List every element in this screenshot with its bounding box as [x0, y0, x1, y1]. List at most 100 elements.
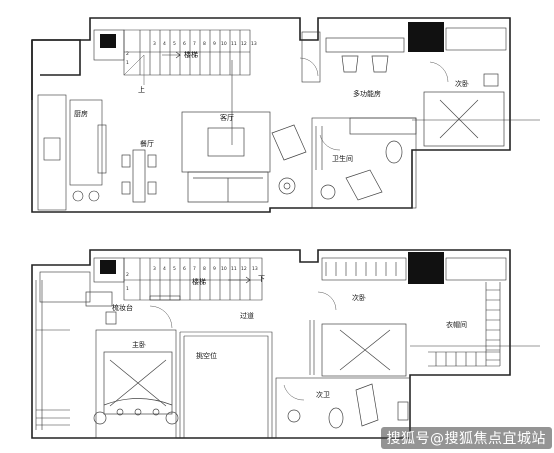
upper-exterior-wall — [31, 17, 511, 213]
master-bed — [103, 351, 173, 415]
lower-stairs-label: 楼梯 — [192, 277, 206, 286]
bathroom-wall — [311, 117, 417, 209]
bathroom-door — [319, 134, 341, 151]
upper-step-2: 2 — [126, 51, 129, 57]
desk — [325, 37, 405, 53]
closet-hangers — [486, 289, 500, 361]
upper-step-1: 1 — [126, 60, 129, 66]
upper-stair-treads — [123, 29, 251, 85]
dining-chair-1 — [121, 154, 131, 168]
second-bedroom-label: 次卧 — [352, 293, 366, 302]
toilet — [385, 140, 403, 164]
lower-bedroom-door — [317, 291, 337, 311]
upper-step-9: 9 — [213, 41, 216, 47]
upper-step-8: 8 — [203, 41, 206, 47]
kitchen-sink — [43, 137, 61, 161]
pillow-3 — [152, 408, 160, 416]
stair-handrail — [149, 295, 181, 301]
dining-chair-4 — [147, 181, 157, 195]
upper-bedroom-wardrobe — [445, 27, 507, 51]
lower-stair-arrow — [228, 276, 251, 284]
dining-chair-3 — [147, 154, 157, 168]
void-inner-frame — [183, 335, 269, 438]
second-bath-door — [283, 384, 305, 401]
stove-burner-1 — [72, 190, 84, 202]
second-toilet — [328, 407, 344, 429]
lower-bedroom-partition — [309, 320, 315, 375]
second-bath-basin — [355, 383, 379, 427]
side-table-center — [283, 182, 291, 190]
desk-chair-2 — [371, 55, 389, 73]
master-nightstand-left — [93, 411, 107, 425]
dining-chair-2 — [121, 181, 131, 195]
dining-table — [132, 149, 146, 203]
lower-step-7: 7 — [193, 266, 196, 272]
upper-step-11: 11 — [231, 41, 237, 47]
lower-balcony-box — [39, 271, 91, 303]
upper-step-10: 10 — [221, 41, 227, 47]
upper-stairs-label: 楼梯 — [184, 50, 198, 59]
void-frame — [179, 331, 273, 438]
sofa — [187, 171, 269, 203]
upper-stair-arrow — [162, 51, 181, 59]
vanity-desk — [85, 291, 113, 307]
multi-room-label: 多功能房 — [353, 89, 381, 98]
upper-step-13: 13 — [251, 41, 257, 47]
master-door — [149, 305, 173, 329]
vanity-stool — [105, 311, 117, 325]
upper-bed — [423, 91, 505, 147]
second-bath-drain — [287, 409, 301, 423]
multi-room-door — [299, 57, 319, 77]
kitchen-pantry — [69, 99, 103, 186]
closet-lower-rail — [428, 351, 500, 367]
coffee-table — [207, 127, 245, 157]
lower-step-4: 4 — [163, 266, 166, 272]
armchair — [271, 124, 307, 161]
upper-shaft-block — [408, 22, 444, 52]
side-table — [278, 177, 296, 195]
upper-bedroom-label: 次卧 — [455, 79, 469, 88]
lower-step-1: 1 — [126, 286, 129, 292]
lower-balcony-rail — [35, 280, 43, 430]
lower-step-8: 8 — [203, 266, 206, 272]
vanity-label: 梳妆台 — [112, 303, 133, 312]
closet-hanging-rail — [485, 282, 501, 366]
living-label: 客厅 — [220, 113, 234, 122]
pillow-1 — [116, 408, 124, 416]
lower-wardrobe-hangers — [325, 262, 397, 276]
lower-bedroom-wardrobe — [321, 257, 407, 281]
second-bath-label: 次卫 — [316, 390, 330, 399]
lower-step-12: 12 — [241, 266, 247, 272]
lower-landing-fill — [100, 260, 116, 274]
upper-landing-fill — [100, 34, 116, 48]
closet-label: 衣帽间 — [446, 320, 467, 329]
upper-up-label: 上 — [138, 85, 145, 94]
closet-lower-hangers — [435, 352, 477, 366]
lower-bed — [321, 323, 407, 377]
bathroom-partition — [315, 126, 323, 170]
upper-balcony-wall — [31, 39, 81, 100]
upper-step-7: 7 — [193, 41, 196, 47]
second-bath-shelf — [397, 401, 409, 421]
upper-step-4: 4 — [163, 41, 166, 47]
upper-nightstand — [483, 73, 499, 87]
upper-step-6: 6 — [183, 41, 186, 47]
desk-chair-1 — [341, 55, 359, 73]
master-bed-pattern — [109, 359, 167, 407]
second-bath-wall — [275, 377, 411, 439]
lower-step-5: 5 — [173, 266, 176, 272]
upper-step-3: 3 — [153, 41, 156, 47]
void-label: 挑空位 — [196, 351, 217, 360]
upper-floor-plan: 1 2 3 4 5 6 7 8 9 10 11 12 13 楼梯 上 — [31, 17, 540, 213]
upper-step-5: 5 — [173, 41, 176, 47]
lower-step-6: 6 — [183, 266, 186, 272]
master-bedroom-label: 主卧 — [132, 340, 146, 349]
lower-step-3: 3 — [153, 266, 156, 272]
stove-burner-2 — [88, 190, 100, 202]
upper-bedroom-door — [429, 61, 449, 83]
bathroom-label: 卫生间 — [332, 154, 353, 163]
master-nightstand-right — [165, 411, 179, 425]
master-bedroom-wall — [95, 329, 177, 439]
lower-shaft-block — [408, 252, 444, 284]
watermark-text: 搜狐号@搜狐焦点宜城站 — [386, 431, 546, 447]
